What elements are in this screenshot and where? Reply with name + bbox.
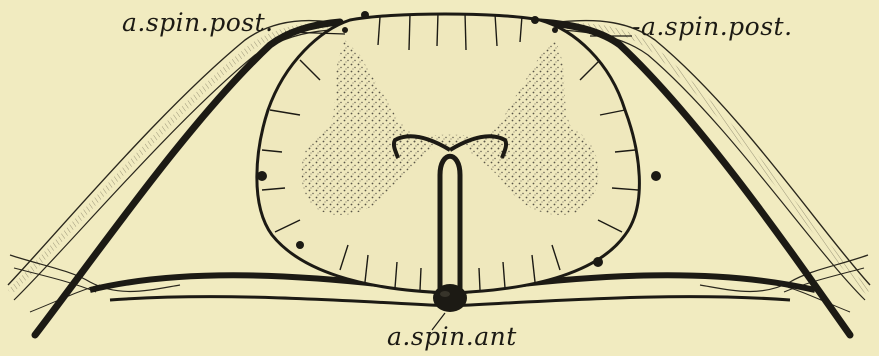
label-posterior-spinal-artery-right: -a.spin.post.	[632, 12, 793, 41]
label-anterior-spinal-artery: a.spin.ant	[387, 322, 517, 351]
anterior-spinal-artery-node	[433, 284, 467, 312]
label-posterior-spinal-artery-left: a.spin.post.	[122, 8, 274, 37]
